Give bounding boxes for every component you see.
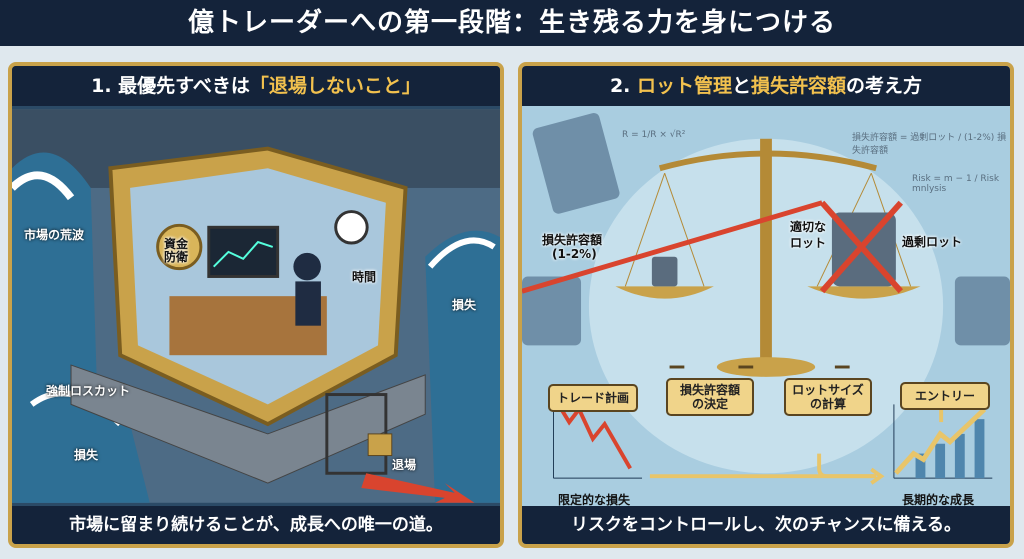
panel-footer: リスクをコントロールし、次のチャンスに備える。: [522, 506, 1010, 544]
label-proper-lot-2: ロット: [790, 236, 827, 250]
clock-icon: [334, 210, 369, 245]
label-shield: 資金防衛: [164, 237, 189, 264]
exit-arrow: [361, 473, 475, 503]
label-proper-lot: 適切な: [790, 220, 827, 234]
label-loss-right: 損失: [452, 298, 477, 312]
label-time: 時間: [352, 270, 377, 284]
label-limited-loss: 限定的な損失: [558, 493, 631, 507]
scale-illustration: [522, 109, 1010, 503]
scale-pan-right: [807, 286, 921, 299]
heading-highlight: 「退場しないこと」: [249, 75, 421, 97]
heading-highlight: ロット管理: [637, 75, 733, 97]
calculator-icon: [522, 276, 582, 346]
scale-pillar: [760, 138, 772, 366]
monitor: [207, 225, 280, 278]
panel-heading: 2. ロット管理と損失許容額の考え方: [522, 66, 1010, 106]
heading-text: 1. 最優先すべきは: [91, 75, 250, 97]
label-loss-left: 損失: [74, 448, 99, 462]
heading-text: の考え方: [846, 75, 923, 97]
panel-heading: 1. 最優先すべきは「退場しないこと」: [12, 66, 500, 106]
small-weight: [651, 256, 678, 287]
formula-1: R = 1/R × √R²: [622, 130, 686, 140]
wave-right: [425, 230, 500, 503]
cross-mark: [522, 200, 823, 294]
scale-pan-left: [615, 286, 714, 299]
flow-step-lot-size: ロットサイズ の計算: [784, 378, 872, 416]
trader: [293, 252, 321, 281]
panel-footer: 市場に留まり続けることが、成長への唯一の道。: [12, 506, 500, 544]
fortress-illustration: [12, 109, 500, 503]
calculator-icon: [954, 276, 1010, 346]
label-allowance-pct: (1-2%): [552, 247, 597, 261]
label-exit: 退場: [392, 458, 417, 472]
label-waves: 市場の荒波: [24, 228, 85, 242]
formula-2: 損失許容額 = 過剰ロット / (1-2%) 損失許容額: [852, 133, 1007, 156]
page-title: 億トレーダーへの第一段階：生き残る力を身につける: [0, 0, 1024, 46]
survival-panel: 1. 最優先すべきは「退場しないこと」 市場の荒波 資金防衛 時間 損失 強制ロ…: [8, 62, 504, 548]
flow-step-entry: エントリー: [900, 382, 990, 410]
label-allowance: 損失許容額: [542, 233, 603, 247]
label-margin-call: 強制ロスカット: [46, 384, 131, 398]
flow-step-loss-allowance: 損失許容額 の決定: [666, 378, 754, 416]
calculator-icon: [532, 112, 620, 214]
heading-highlight: 損失許容額: [751, 75, 847, 97]
flow-step-trade-plan: トレード計画: [548, 384, 638, 412]
brick-wall: [70, 364, 426, 484]
lot-management-panel: 2. ロット管理と損失許容額の考え方 R = 1/R × √R² 損失許容額 =…: [518, 62, 1014, 548]
label-excess-lot: 過剰ロット: [902, 235, 963, 249]
formula-3: Risk = m − 1 / Risk mnlysis: [912, 174, 1000, 194]
label-long-growth: 長期的な成長: [902, 493, 975, 507]
shield-emblem: [156, 223, 203, 271]
heading-text: と: [732, 75, 752, 97]
padlock-icon: [367, 433, 393, 457]
heading-text: 2.: [609, 75, 637, 97]
